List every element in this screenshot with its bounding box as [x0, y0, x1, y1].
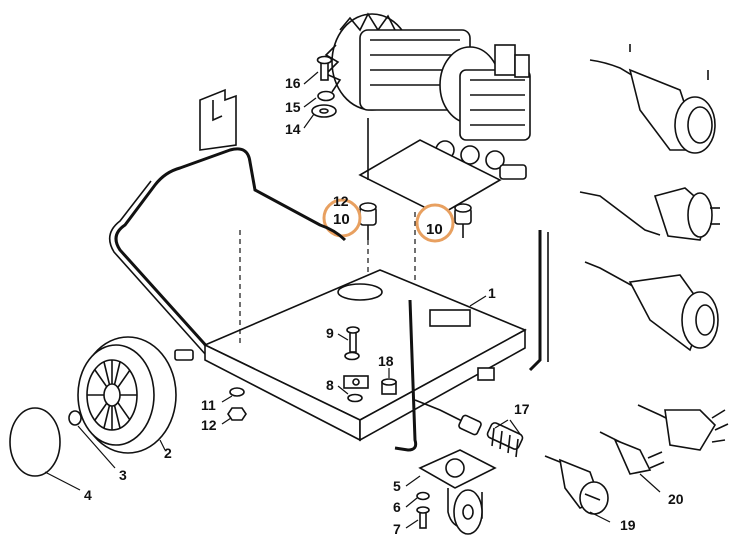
wheel-cap	[68, 410, 116, 469]
wheel	[77, 336, 194, 454]
au-plug	[599, 431, 665, 493]
label-schuko-plug: 19	[620, 517, 636, 533]
motor-pump-assembly	[324, 12, 531, 216]
callout-rubber-mount-left: 10	[333, 211, 350, 228]
label-hub-disc: 4	[84, 487, 92, 503]
plug-variant-schuko-right	[579, 187, 720, 241]
callout-rubber-mount-right: 10	[426, 221, 443, 238]
label-pump-bolt: 16	[285, 75, 301, 91]
label-caster-wheel: 5	[393, 478, 401, 494]
label-axle-nut: 12	[201, 417, 217, 433]
label-wheel: 2	[164, 445, 172, 461]
label-frame-bolt: 9	[326, 325, 334, 341]
plug-variant-cee-2	[584, 261, 719, 352]
caster-assembly	[405, 449, 497, 535]
pump-fasteners	[303, 55, 337, 129]
axle-hardware	[221, 387, 247, 425]
plug-variant-cee	[589, 44, 716, 154]
part-labels: 1 2 3 4 5 6 7 8 9 10 10 11 12 12 14 15 1…	[84, 75, 684, 537]
highlight-callouts	[322, 198, 455, 243]
schuko-plug	[544, 455, 611, 523]
label-caster-washer: 6	[393, 499, 401, 515]
label-pump-washer: 14	[285, 121, 301, 137]
plug-variant-au-right	[637, 404, 729, 451]
label-mount-12: 12	[333, 193, 349, 209]
label-frame: 1	[488, 285, 496, 301]
label-wheel-cap: 3	[119, 467, 127, 483]
label-axle-washer: 11	[201, 397, 216, 413]
power-cable	[414, 399, 524, 458]
label-frame-washer: 8	[326, 377, 334, 393]
cable-gland	[381, 368, 397, 395]
hub-disc	[9, 407, 81, 491]
label-caster-bolt: 7	[393, 521, 401, 537]
label-pump-spring-washer: 15	[285, 99, 301, 115]
frame-bolt-washer	[337, 326, 369, 403]
label-cable-gland: 18	[378, 353, 394, 369]
frame-cart	[108, 88, 549, 452]
label-au-plug: 20	[668, 491, 684, 507]
label-power-cable: 17	[514, 401, 530, 417]
